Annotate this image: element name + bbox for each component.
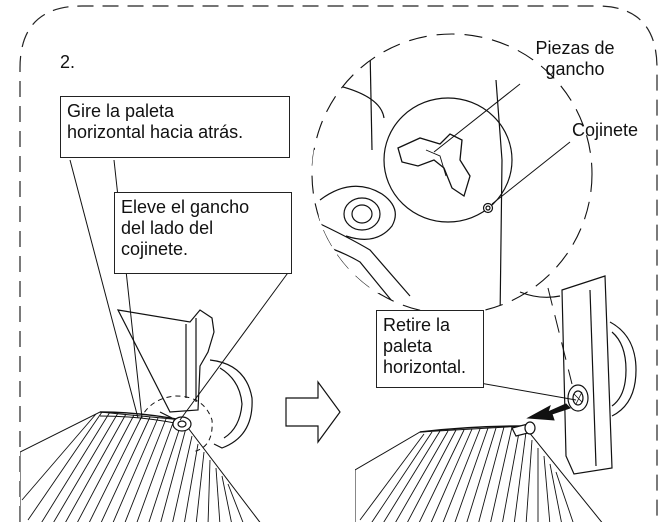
rotation-arc <box>139 395 213 453</box>
zoom-circle <box>311 33 593 315</box>
zoom-guide-lines <box>547 287 573 385</box>
right-vane <box>355 425 603 522</box>
dashed-frame <box>19 5 658 522</box>
right-unit-body <box>519 275 637 475</box>
callout-lift-hook: Eleve el gancho del lado del cojinete. <box>114 192 292 274</box>
right-vane-ridges <box>359 426 574 522</box>
label-hook-parts: Piezas de gancho <box>535 38 615 79</box>
removal-arrow-icon <box>526 403 571 421</box>
label-bearing: Cojinete <box>572 120 639 140</box>
zoom-detail <box>312 47 513 314</box>
part-leaders <box>433 83 571 205</box>
callout-rotate-flap: Gire la paleta horizontal hacia atrás. <box>60 96 290 158</box>
left-unit-body <box>116 309 253 449</box>
left-vane-ridges <box>21 411 244 522</box>
left-vane <box>20 411 261 522</box>
step-number: 2. <box>60 52 76 72</box>
left-pivot <box>159 411 192 432</box>
callout-remove-flap: Retire la paleta horizontal. <box>376 310 484 388</box>
right-pivot <box>511 384 589 437</box>
step-arrow-icon <box>285 380 341 444</box>
